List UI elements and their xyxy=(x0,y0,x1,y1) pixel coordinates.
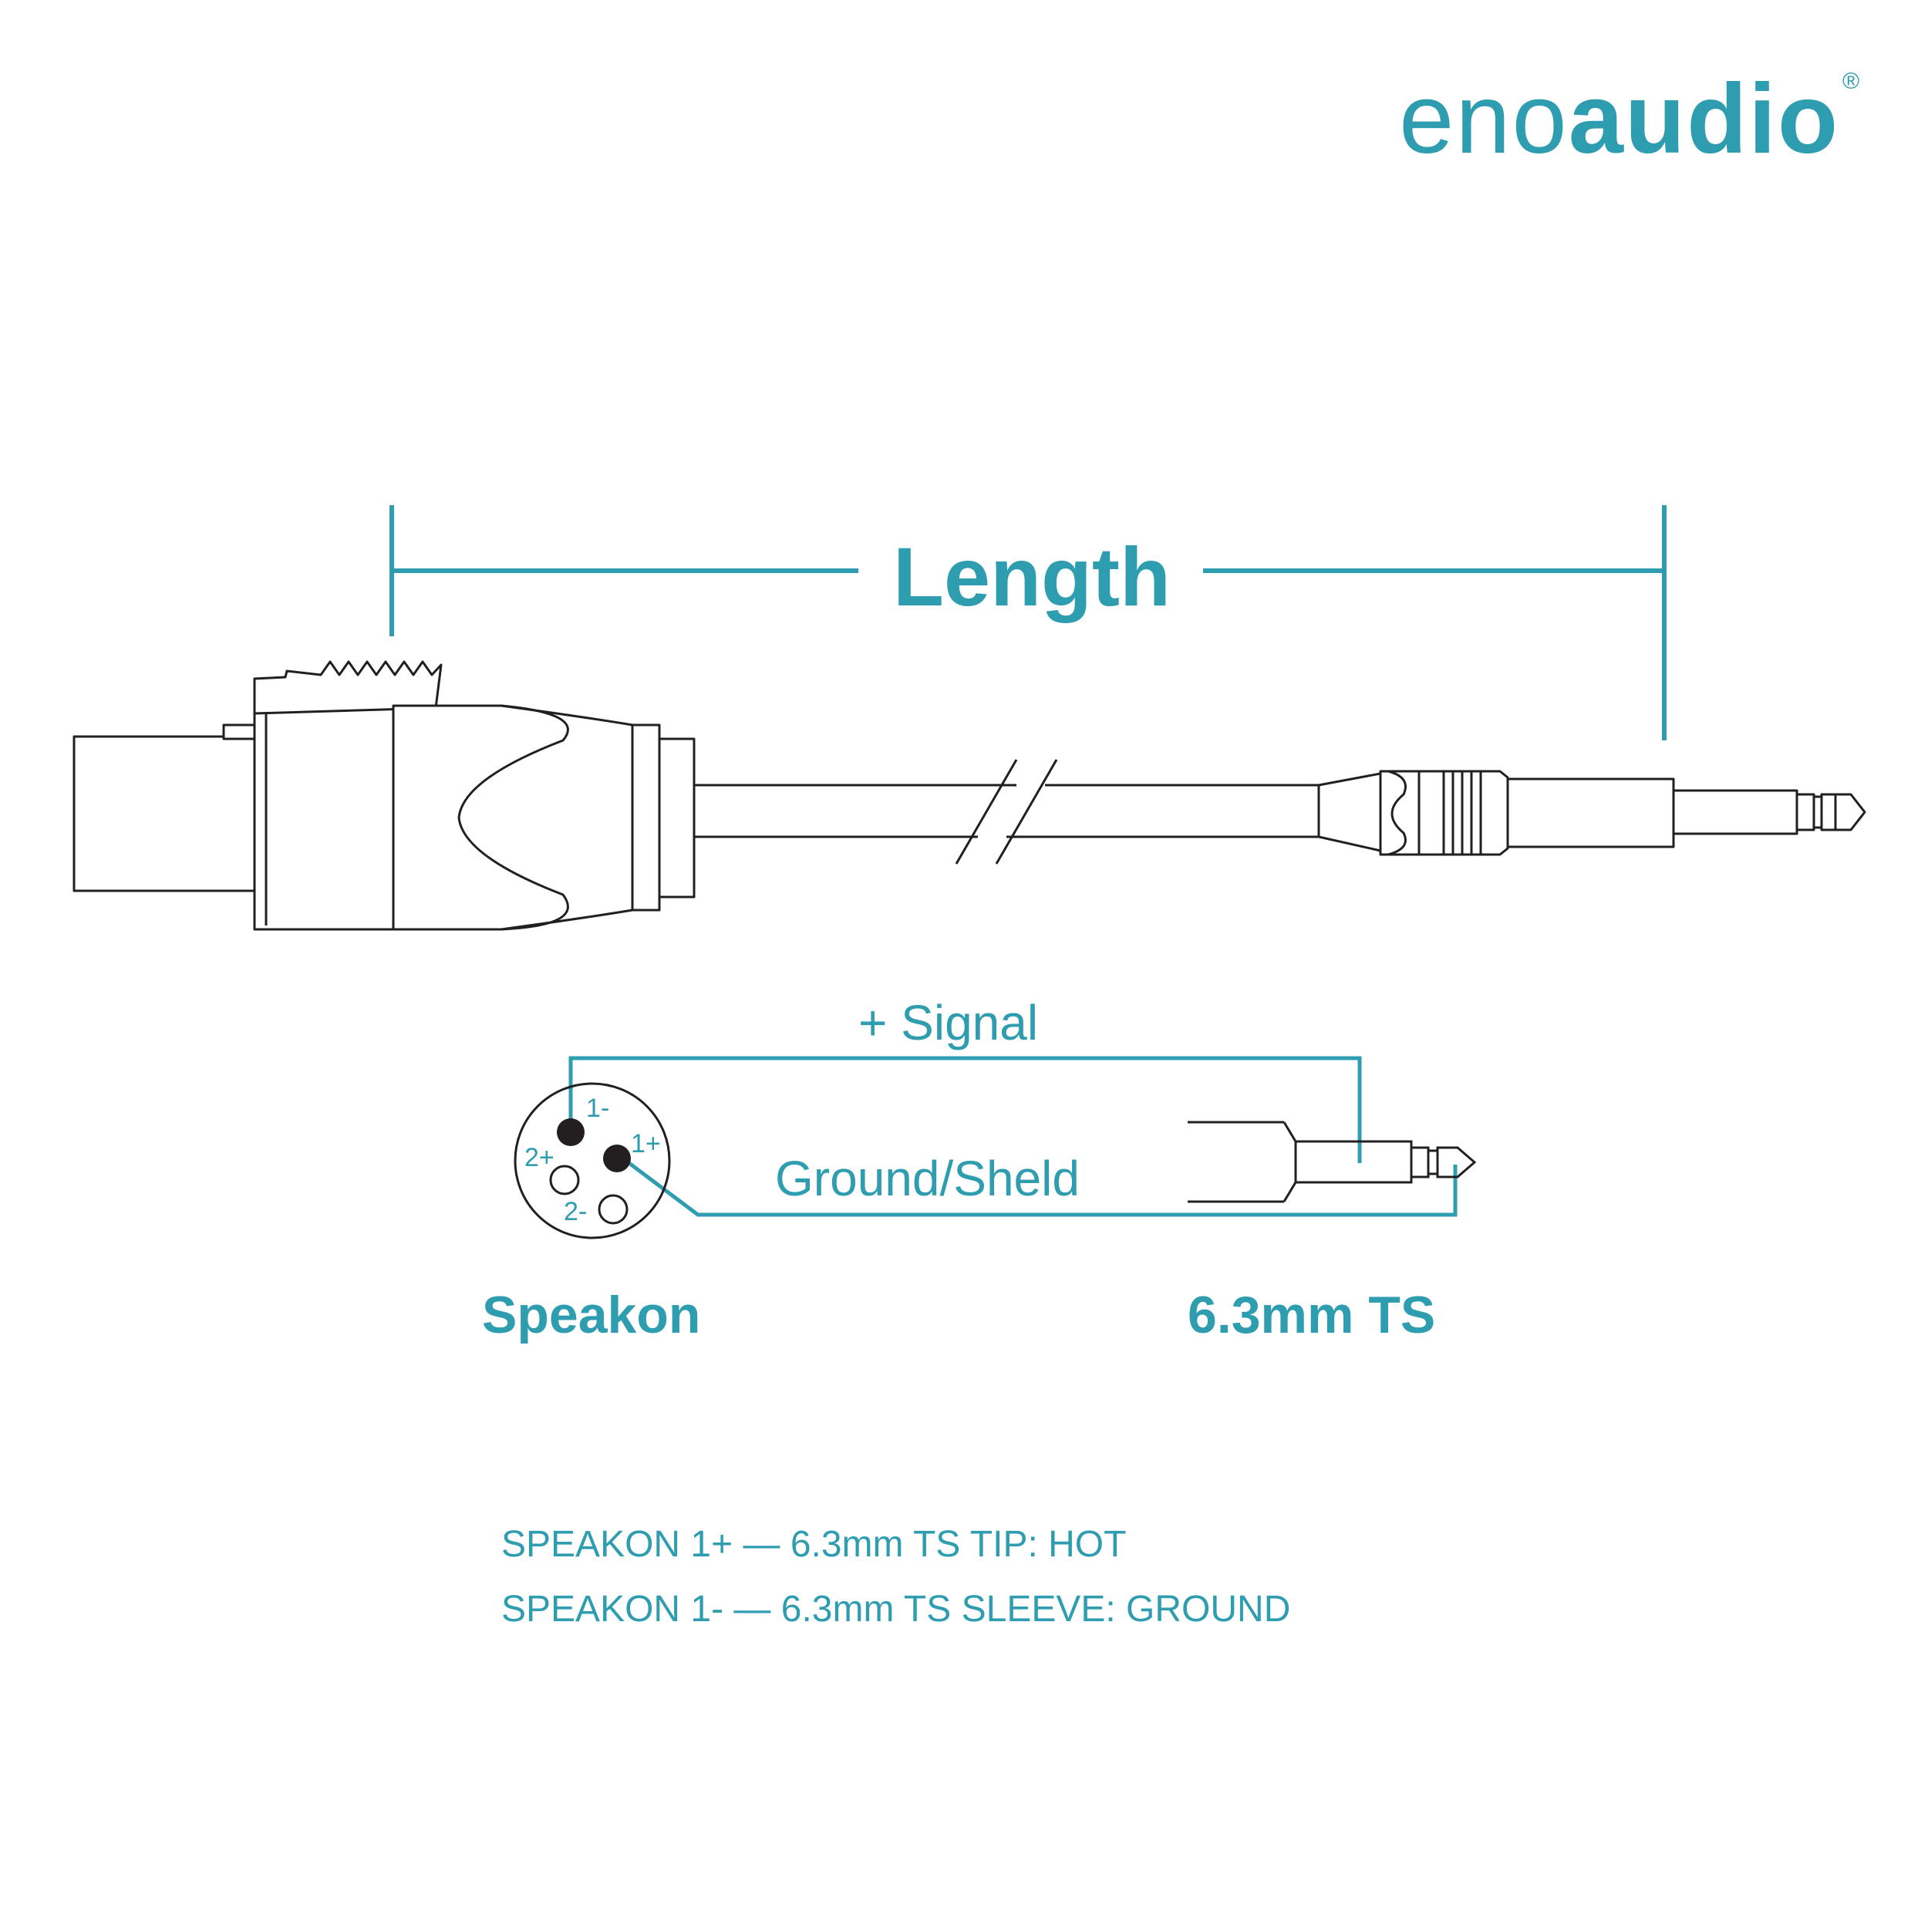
registered-mark: ® xyxy=(1842,69,1859,94)
speakon-lock-ring xyxy=(253,677,395,931)
jack-plug-icon xyxy=(1317,770,1866,856)
cable-break-icon xyxy=(955,759,1058,865)
schematic-jack-insulator xyxy=(1427,1149,1439,1175)
jack-barrel xyxy=(1506,777,1675,848)
wiring-lines xyxy=(568,1056,1458,1217)
speakon-label: Speakon xyxy=(482,1286,700,1344)
brand-logo-bold: audio xyxy=(1569,64,1839,174)
pin-1-minus xyxy=(557,1118,585,1146)
jack-neck xyxy=(1820,793,1837,831)
speakon-body xyxy=(392,704,634,931)
schematic-jack-taper-bottom xyxy=(1283,1182,1297,1202)
schematic-jack-sleeve xyxy=(1294,1140,1413,1184)
brand-logo-text: enoaudio xyxy=(1399,64,1839,174)
jack-sleeve-ring xyxy=(1795,793,1815,831)
pin-2-minus xyxy=(598,1194,629,1225)
signal-label: + Signal xyxy=(858,995,1038,1050)
speakon-latch-grip xyxy=(253,660,443,715)
speakon-face-icon xyxy=(514,1082,671,1239)
schematic-jack-taper-top xyxy=(1283,1121,1297,1142)
speakon-latch-tab xyxy=(222,723,256,740)
brand-logo: enoaudio ® xyxy=(1399,64,1859,174)
cable xyxy=(694,784,1319,838)
pin-label-2-minus: 2- xyxy=(564,1197,587,1226)
speakon-face-outline xyxy=(514,1082,671,1239)
speakon-body-wave xyxy=(457,704,569,931)
jack-strain-relief xyxy=(1317,772,1390,852)
pin-1-plus xyxy=(603,1145,631,1172)
note-line-hot: SPEAKON 1+ — 6.3mm TS TIP: HOT xyxy=(501,1524,1126,1565)
pin-label-1-minus: 1- xyxy=(586,1094,609,1123)
speakon-front-insert xyxy=(72,735,257,892)
jack-housing-wave xyxy=(1387,770,1407,856)
pin-label-2-plus: 2+ xyxy=(524,1143,554,1172)
jack-sleeve xyxy=(1672,789,1798,835)
schematic-jack-ring xyxy=(1410,1146,1430,1178)
cable-break-slash-right xyxy=(995,759,1058,865)
pin-2-plus xyxy=(549,1165,580,1195)
brand-logo-light: eno xyxy=(1399,64,1569,174)
schematic-jack-icon xyxy=(1188,1121,1477,1203)
speakon-strain-relief xyxy=(658,737,696,899)
length-dimension xyxy=(389,505,1667,740)
speakon-connector-icon xyxy=(72,660,696,931)
signal-wire xyxy=(568,1056,1362,1163)
cable-break-slash-left xyxy=(955,759,1018,865)
note-line-ground: SPEAKON 1- — 6.3mm TS SLEEVE: GROUND xyxy=(501,1589,1290,1630)
speakon-rear-ring xyxy=(631,723,661,912)
ground-wire xyxy=(619,1155,1458,1217)
schematic-jack-tip xyxy=(1436,1146,1477,1178)
ts-label: 6.3mm TS xyxy=(1188,1286,1435,1344)
length-label: Length xyxy=(893,530,1171,623)
ground-label: Ground/Sheld xyxy=(775,1151,1080,1206)
pin-label-1-plus: 1+ xyxy=(631,1129,661,1158)
jack-tip xyxy=(1834,793,1866,831)
